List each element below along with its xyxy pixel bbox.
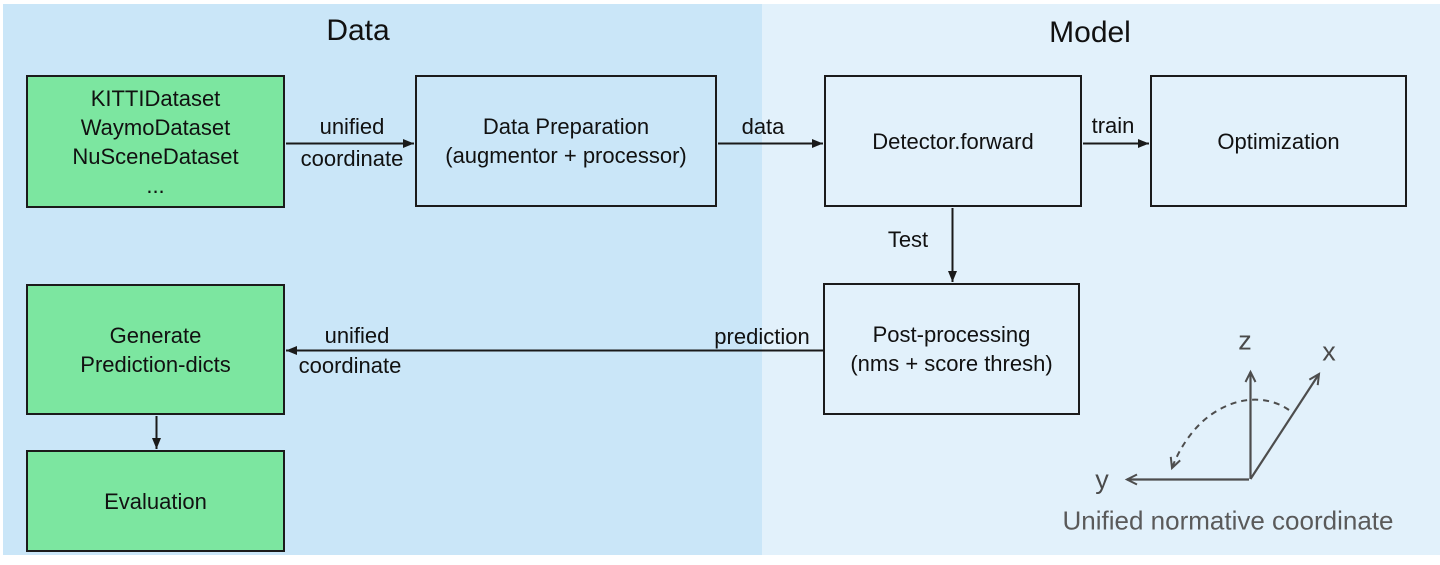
node-data-preparation-line2: (augmentor + processor) — [445, 143, 687, 168]
node-datasets-line1: KITTIDataset — [90, 85, 221, 111]
node-data-preparation: Data Preparation (augmentor + processor) — [415, 75, 717, 207]
edge-label-coordinate-bottom: coordinate — [298, 353, 402, 378]
model-region-title: Model — [1049, 16, 1131, 49]
node-post-processing-line1: Post-processing — [872, 322, 1031, 347]
edge-label-train: train — [1091, 113, 1135, 138]
node-detector-forward: Detector.forward — [824, 75, 1082, 207]
node-generate-line2: Prediction-dicts — [80, 351, 231, 377]
edge-label-prediction: prediction — [714, 324, 810, 349]
node-generate-prediction-dicts: Generate Prediction-dicts — [26, 284, 285, 415]
edge-label-unified-bottom: unified — [324, 323, 390, 348]
data-region-title: Data — [326, 14, 390, 47]
node-evaluation: Evaluation — [26, 450, 285, 552]
node-datasets: KITTIDataset WaymoDataset NuSceneDataset… — [26, 75, 285, 208]
node-data-preparation-line1: Data Preparation — [482, 114, 650, 139]
node-datasets-line3: NuSceneDataset — [72, 143, 239, 169]
node-datasets-line4: ... — [146, 172, 165, 198]
node-evaluation-label: Evaluation — [104, 488, 207, 514]
model-region-background — [762, 4, 1440, 555]
edge-label-unified-top: unified — [319, 114, 385, 139]
node-generate-line1: Generate — [109, 322, 202, 348]
axis-label-y: y — [1095, 464, 1109, 495]
edge-label-data: data — [741, 114, 785, 139]
edge-label-coordinate-top: coordinate — [300, 146, 404, 171]
node-optimization-label: Optimization — [1217, 128, 1340, 154]
axes-caption: Unified normative coordinate — [1062, 505, 1394, 536]
node-post-processing: Post-processing (nms + score thresh) — [823, 283, 1080, 415]
axis-label-x: x — [1322, 336, 1336, 367]
node-optimization: Optimization — [1150, 75, 1407, 207]
axis-label-z: z — [1238, 325, 1252, 356]
node-detector-forward-label: Detector.forward — [872, 128, 1034, 154]
node-post-processing-line2: (nms + score thresh) — [850, 351, 1053, 376]
node-datasets-line2: WaymoDataset — [80, 114, 231, 140]
edge-label-test: Test — [887, 227, 929, 252]
